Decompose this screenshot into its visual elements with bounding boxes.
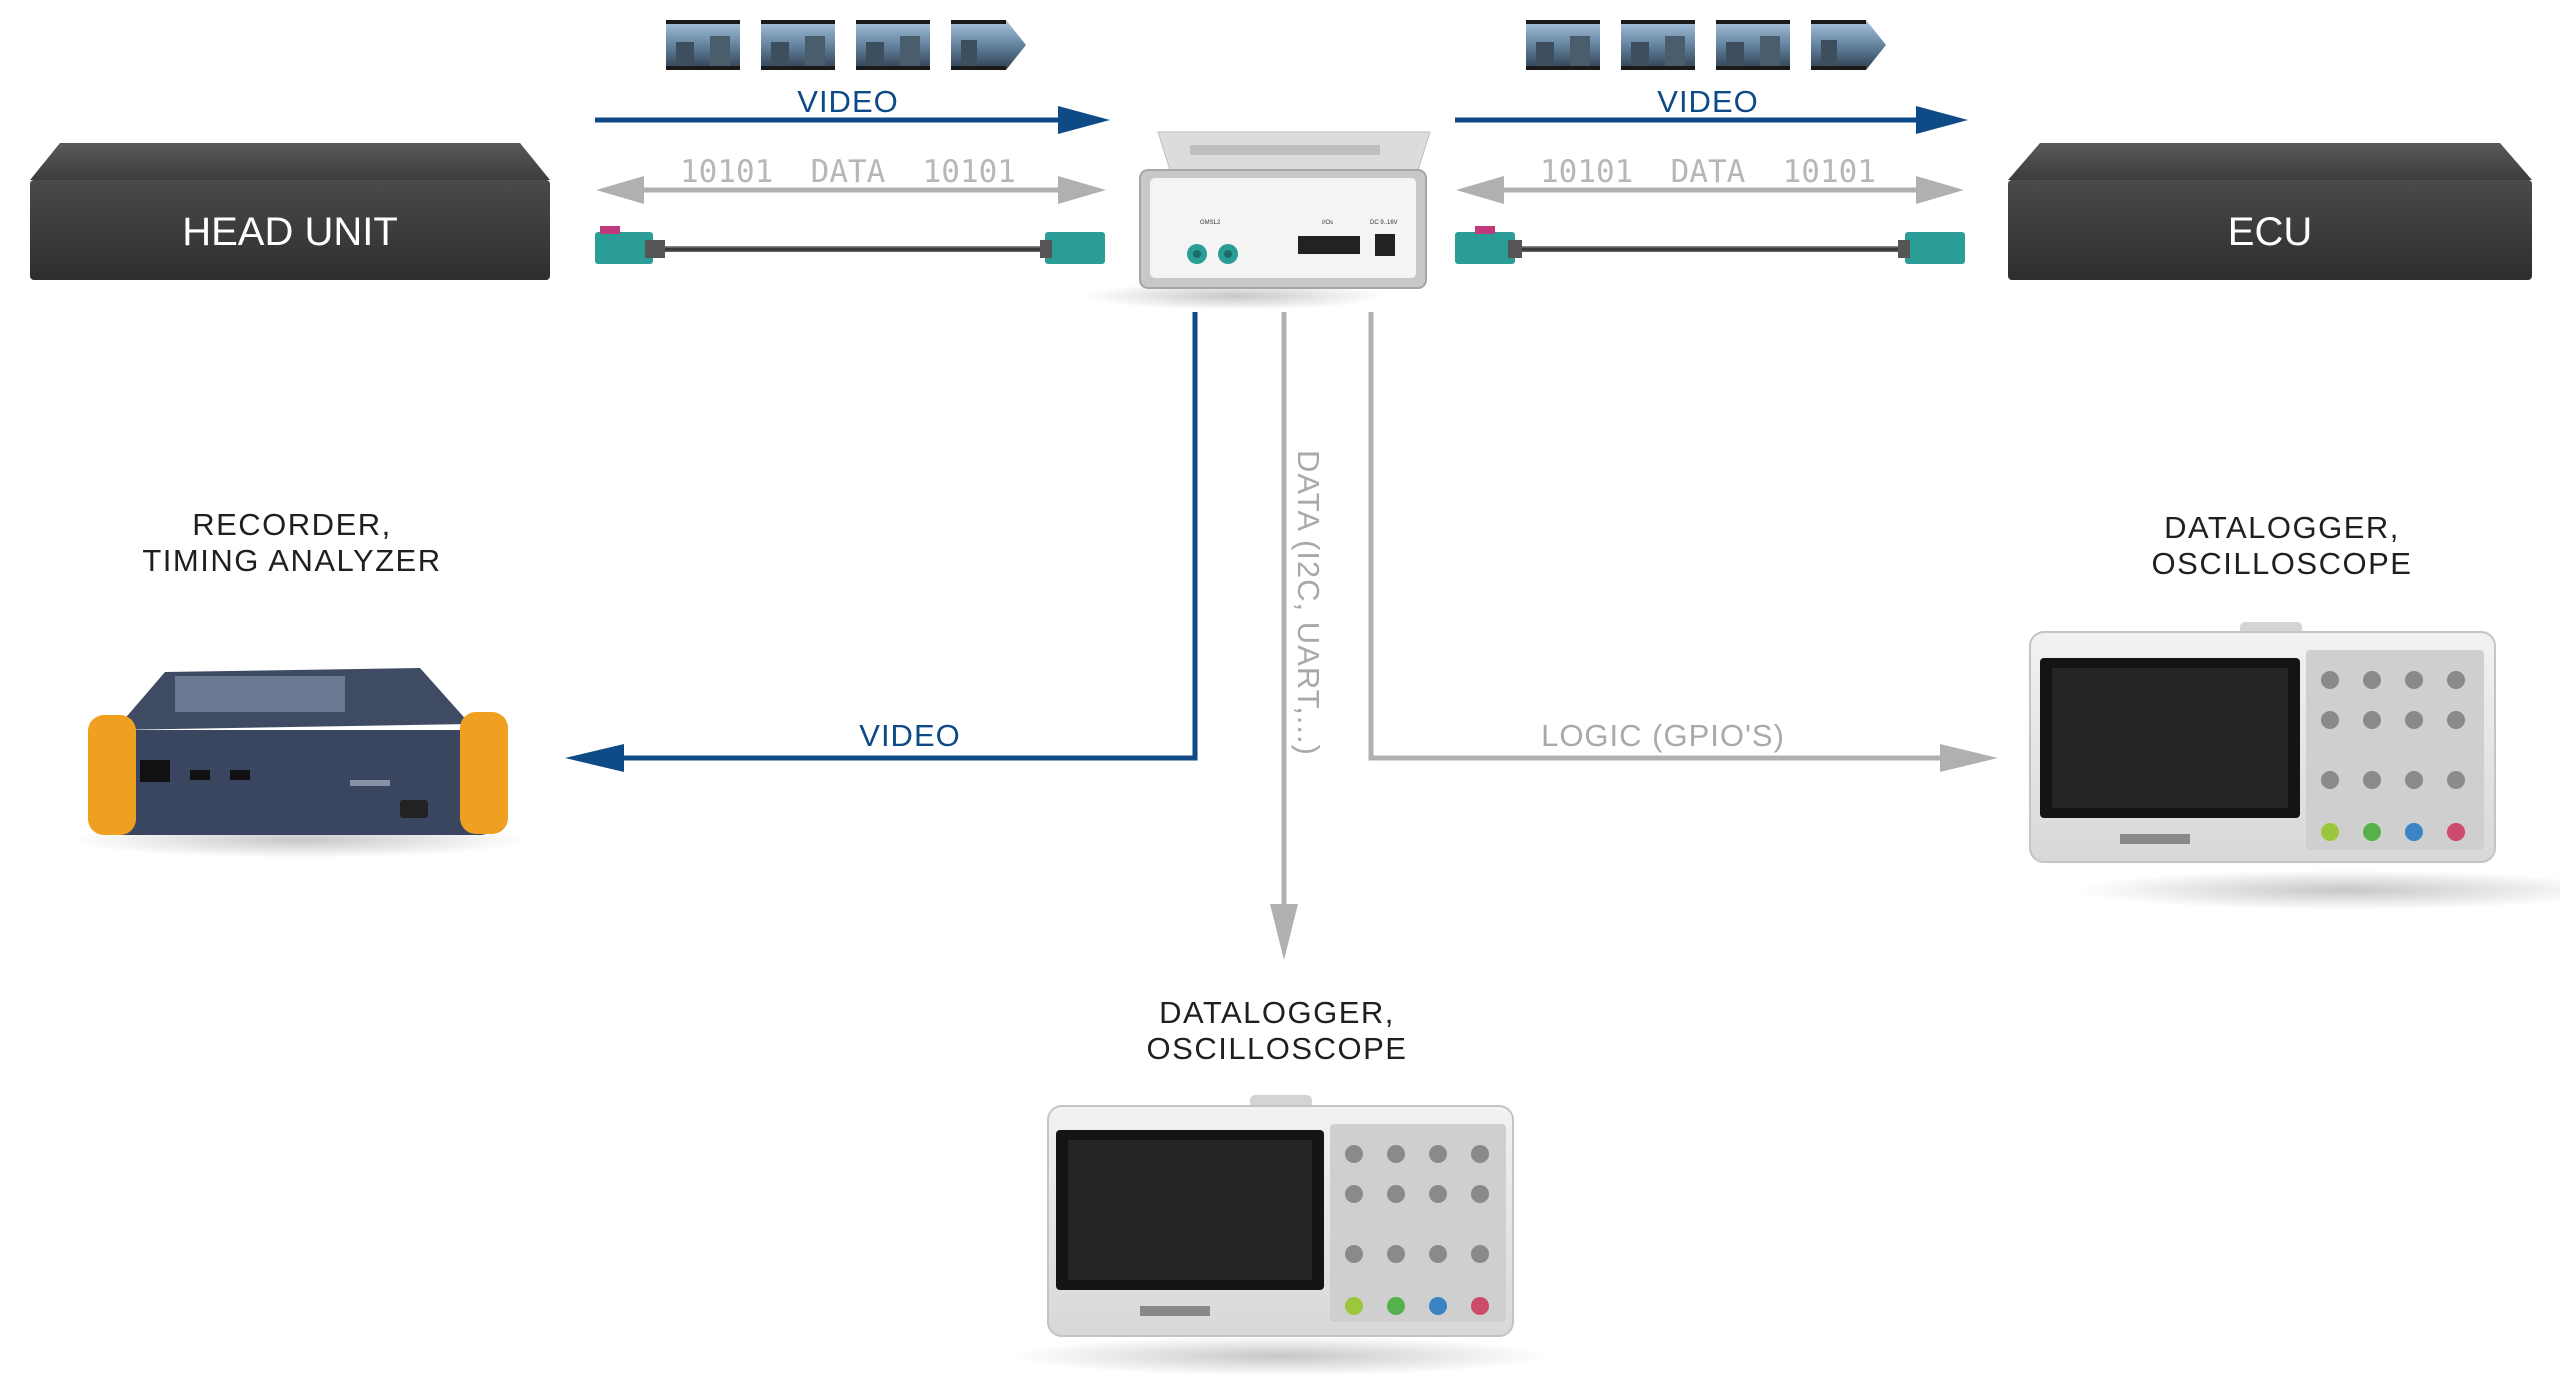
svg-text:GMSL2: GMSL2 (1200, 220, 1221, 226)
datalogger-bottom-label-line1: DATALOGGER, (1159, 995, 1395, 1030)
oscilloscope-right (2029, 622, 2560, 910)
film-strip-icon-right (1526, 20, 1886, 70)
video-arrow-left: VIDEO (595, 84, 1110, 134)
ecu-label: ECU (2228, 210, 2312, 254)
recorder-label-line2: TIMING ANALYZER (142, 543, 441, 578)
connector-icon (1455, 226, 1522, 264)
video-label-left: VIDEO (797, 84, 898, 119)
data-arrow-right: 10101 DATA 10101 (1456, 154, 1964, 204)
data-label-vertical: DATA (I2C, UART,...) (1291, 450, 1326, 756)
data-arrow-left: 10101 DATA 10101 (596, 154, 1106, 204)
recorder-analyzer-device (70, 668, 530, 858)
ecu-box: ECU (2008, 143, 2532, 280)
video-arrow-down-left: VIDEO (565, 312, 1198, 772)
head-unit-label: HEAD UNIT (182, 210, 398, 254)
logic-label: LOGIC (GPIO'S) (1541, 718, 1785, 753)
recorder-label-line1: RECORDER, (192, 507, 392, 542)
data-label-left: 10101 DATA 10101 (680, 154, 1016, 190)
video-label-right: VIDEO (1657, 84, 1758, 119)
svg-text:I/Os: I/Os (1322, 220, 1333, 226)
svg-text:DC 9..16V: DC 9..16V (1370, 220, 1398, 226)
video-label-down: VIDEO (859, 718, 960, 753)
logic-arrow-right: LOGIC (GPIO'S) (1368, 312, 1998, 772)
central-interface-device: GMSL2 I/Os DC 9..16V (1085, 131, 1431, 310)
cable-right (1455, 226, 1965, 264)
datalogger-right-label-line2: OSCILLOSCOPE (2152, 546, 2413, 581)
video-arrow-right: VIDEO (1455, 84, 1968, 134)
connector-icon (1040, 232, 1105, 264)
film-strip-icon-left (666, 20, 1026, 70)
datalogger-bottom-label-line2: OSCILLOSCOPE (1147, 1031, 1408, 1066)
connector-icon (595, 226, 665, 264)
data-arrow-down: DATA (I2C, UART,...) (1270, 312, 1326, 960)
head-unit-box: HEAD UNIT (30, 143, 550, 280)
data-label-right: 10101 DATA 10101 (1540, 154, 1876, 190)
connector-icon (1898, 232, 1965, 264)
oscilloscope-bottom (1010, 1095, 1550, 1376)
datalogger-right-label-line1: DATALOGGER, (2164, 510, 2400, 545)
cable-left (595, 226, 1105, 264)
